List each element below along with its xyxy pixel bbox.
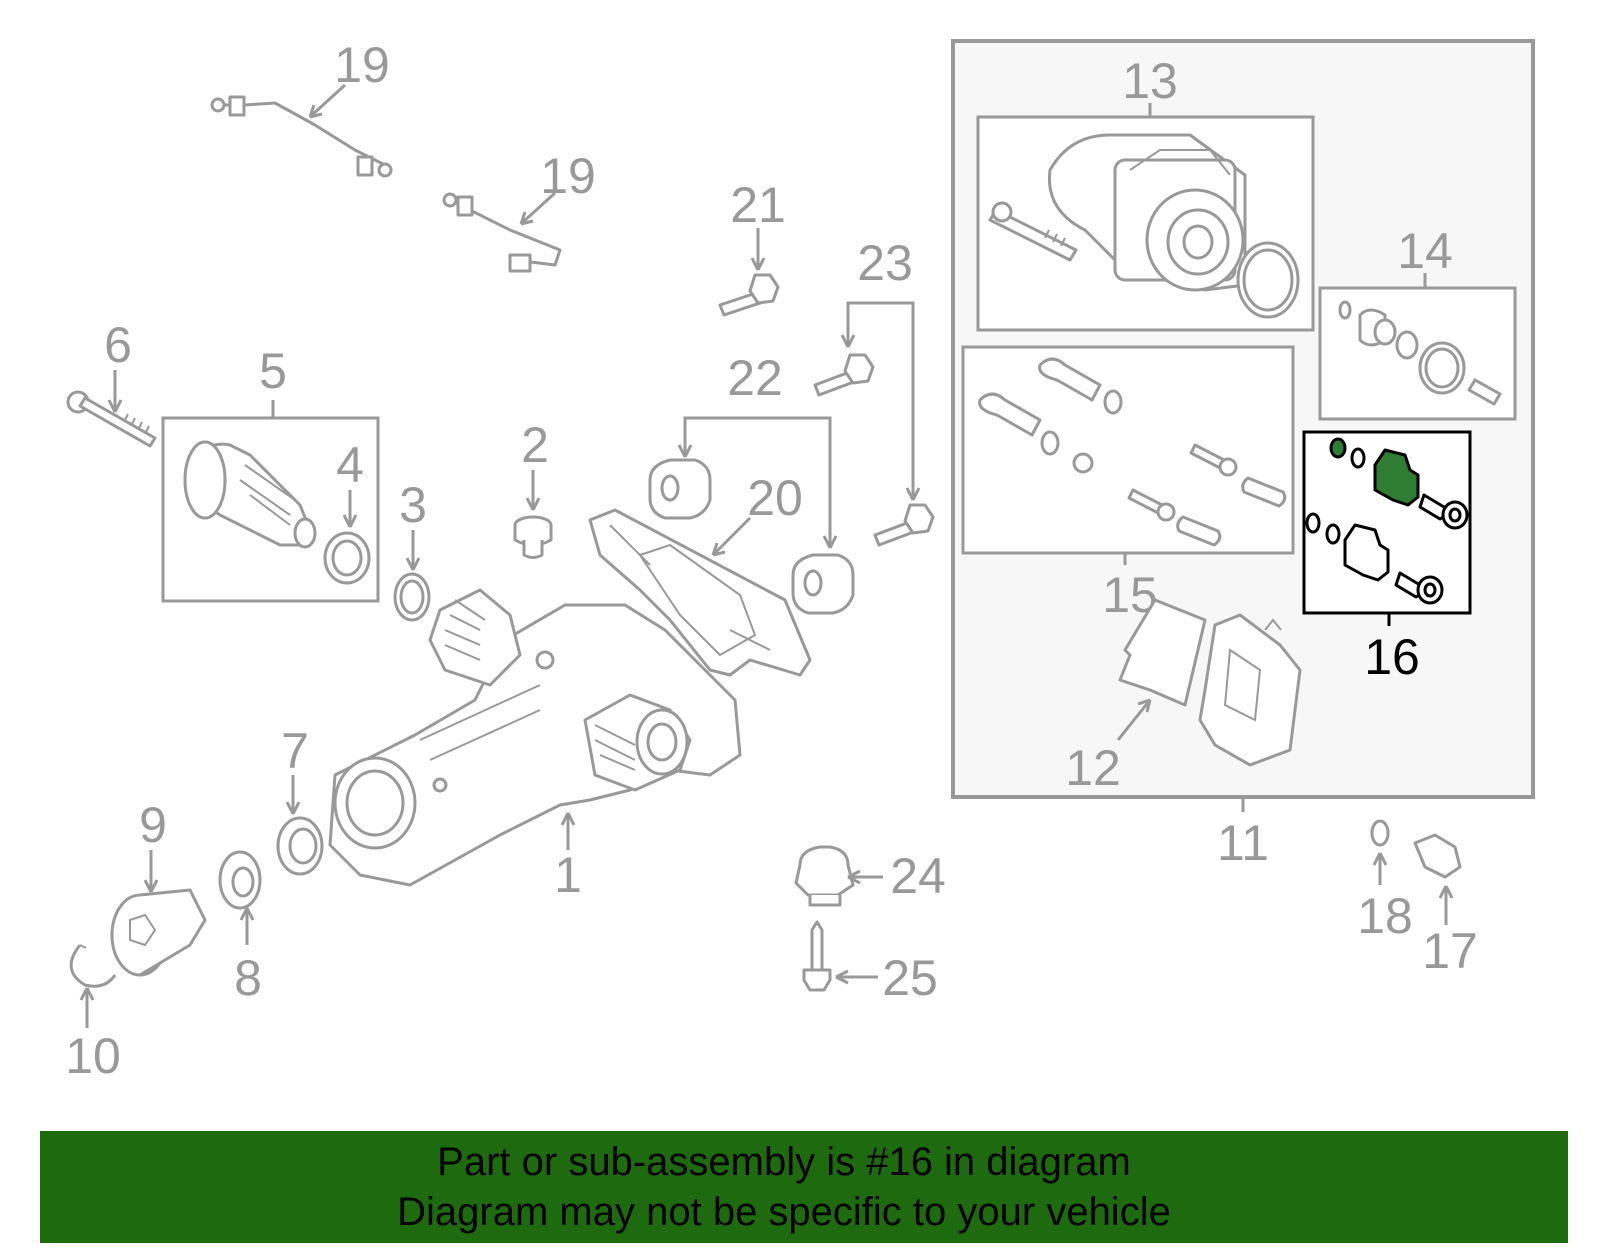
callout-22: 22 bbox=[727, 350, 783, 406]
part-6-bolt bbox=[66, 390, 157, 448]
part-20-crossmember bbox=[588, 508, 812, 677]
part-1-differential-housing bbox=[328, 588, 742, 887]
part-24-mount bbox=[794, 845, 855, 907]
callout-9: 9 bbox=[139, 797, 167, 853]
part-19-line-upper bbox=[210, 95, 393, 178]
part-12-control-module bbox=[1118, 598, 1302, 767]
part-19-line-lower bbox=[442, 192, 562, 273]
part-14-valve-kit bbox=[1338, 300, 1502, 406]
part-10-circlip bbox=[69, 944, 117, 988]
part-16-solenoid-green bbox=[1373, 448, 1420, 507]
part-17-sensor bbox=[1413, 833, 1462, 879]
part-18-oring bbox=[1370, 819, 1390, 847]
part-25-bolt bbox=[802, 920, 832, 992]
callout-2: 2 bbox=[521, 417, 549, 473]
banner-line-1: Part or sub-assembly is #16 in diagram bbox=[437, 1140, 1131, 1184]
part-21-bolt bbox=[718, 273, 780, 317]
callout-19-lower: 19 bbox=[540, 148, 596, 204]
assembly-15-box bbox=[961, 345, 1295, 555]
callout-25: 25 bbox=[882, 950, 938, 1006]
part-2-breather bbox=[513, 515, 553, 559]
part-23-bolts bbox=[813, 353, 935, 547]
callout-13: 13 bbox=[1122, 53, 1178, 109]
callout-24: 24 bbox=[890, 848, 946, 904]
callout-16: 16 bbox=[1364, 629, 1420, 685]
part-15-sensor-kit bbox=[978, 357, 1287, 547]
callout-14: 14 bbox=[1397, 223, 1453, 279]
callout-23: 23 bbox=[857, 235, 913, 291]
part-7-seal bbox=[276, 816, 324, 876]
callout-20: 20 bbox=[747, 470, 803, 526]
callout-1: 1 bbox=[554, 847, 582, 903]
part-8-seal bbox=[218, 850, 262, 910]
info-banner: Part or sub-assembly is #16 in diagram D… bbox=[40, 1131, 1568, 1243]
part-3-seal bbox=[393, 572, 431, 622]
part-16-solenoid-kit bbox=[1305, 437, 1469, 605]
part-22-bushings bbox=[648, 458, 855, 615]
part-9-flange bbox=[110, 888, 207, 977]
part-16-oring-green bbox=[1329, 437, 1347, 459]
callout-11: 11 bbox=[1217, 815, 1269, 871]
callout-6: 6 bbox=[104, 317, 132, 373]
part-4-seal bbox=[323, 531, 371, 585]
callout-5: 5 bbox=[259, 343, 287, 399]
callout-7: 7 bbox=[281, 723, 309, 779]
callout-8: 8 bbox=[234, 950, 262, 1006]
callout-18: 18 bbox=[1357, 888, 1413, 944]
part-13-actuator bbox=[988, 133, 1300, 319]
callout-17: 17 bbox=[1422, 923, 1478, 979]
callout-10: 10 bbox=[65, 1028, 121, 1084]
callout-21: 21 bbox=[730, 177, 786, 233]
callout-4: 4 bbox=[336, 437, 364, 493]
part-5-flange-shaft bbox=[183, 440, 317, 549]
callout-12: 12 bbox=[1065, 740, 1121, 796]
callout-3: 3 bbox=[399, 477, 427, 533]
callout-19-upper: 19 bbox=[334, 37, 390, 93]
banner-line-2: Diagram may not be specific to your vehi… bbox=[397, 1190, 1171, 1234]
